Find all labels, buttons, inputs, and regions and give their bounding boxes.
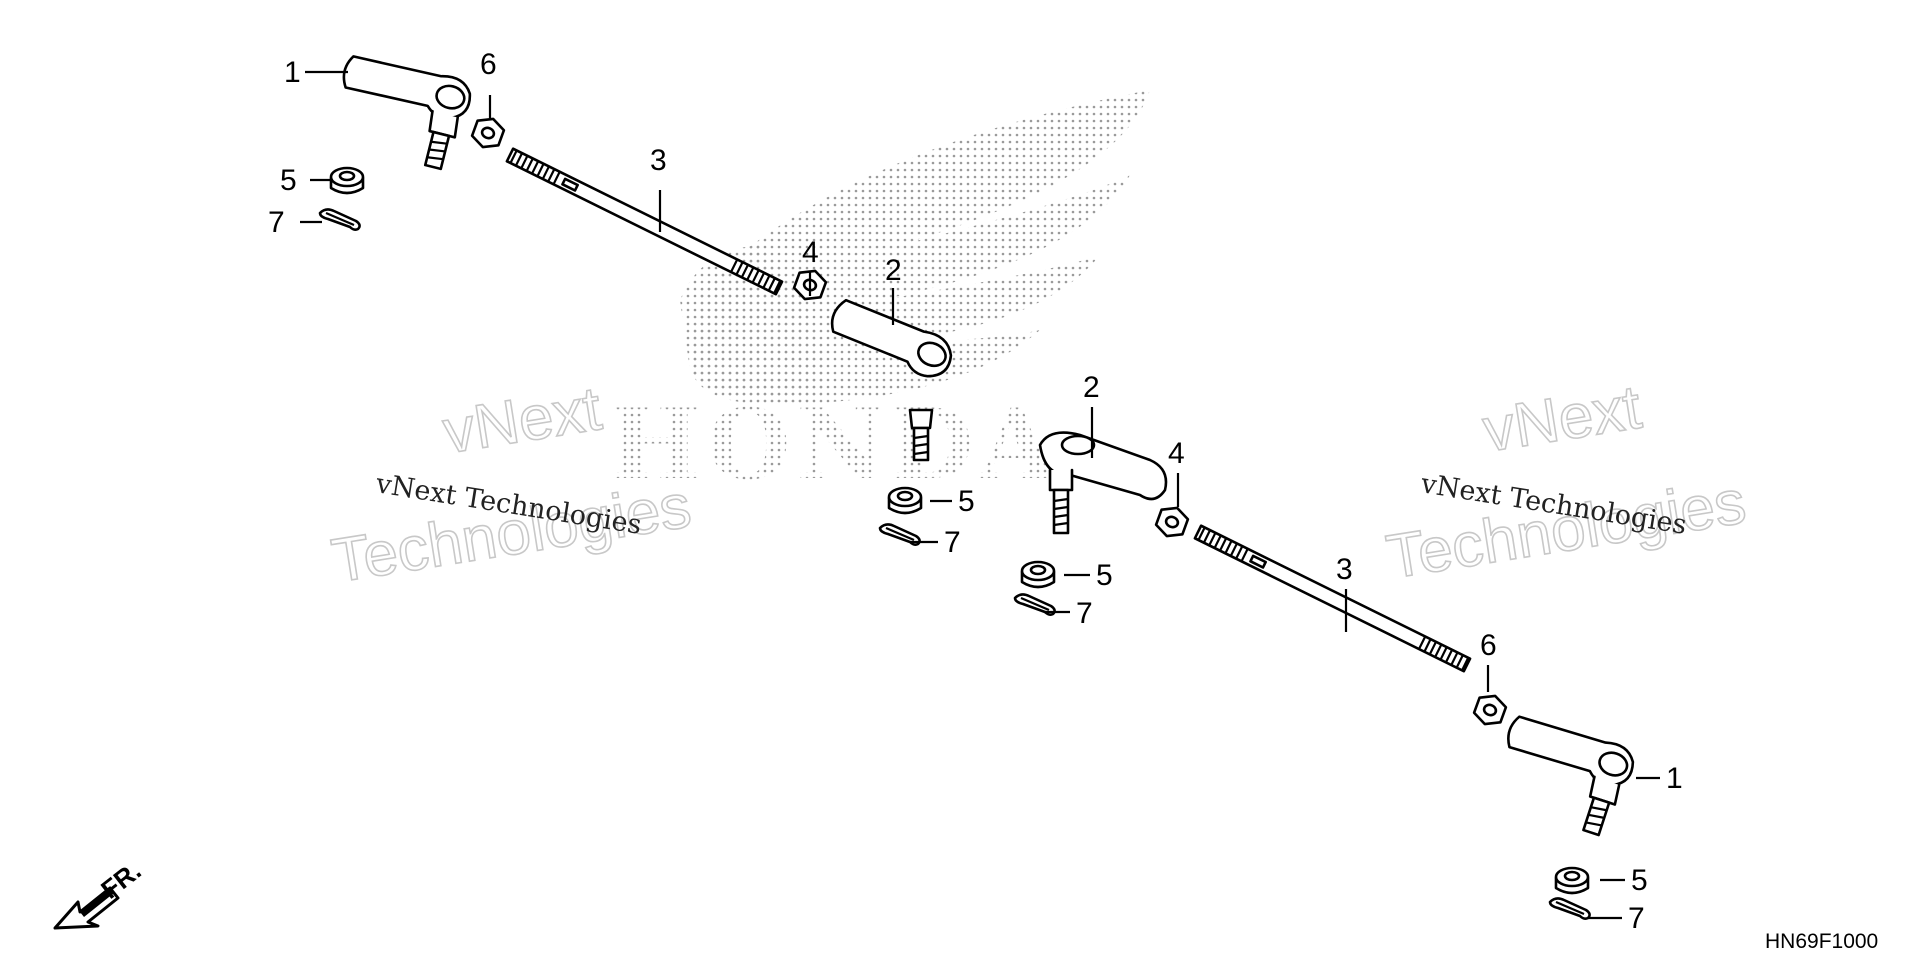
tie-rod-end-upper-left [325,50,476,173]
stud-center-left [908,408,934,462]
leader-lines [300,70,1660,920]
callout-7-center-left: 7 [944,526,961,559]
cotter-pin-upper-left [318,208,361,231]
callout-5-lower-right: 5 [1631,864,1648,897]
brand-watermark-text: HONDA [610,388,1060,501]
callout-4-right: 4 [1168,437,1185,470]
callout-2-right: 2 [1083,371,1100,404]
callout-7-lower-right: 7 [1628,902,1645,935]
front-direction-arrow [53,886,120,930]
callout-7-center-right: 7 [1076,597,1093,630]
callout-3-lower: 3 [1336,553,1353,586]
castle-nut-upper-left [329,166,365,195]
callout-5-upper-left: 5 [280,164,297,197]
watermark-big-line1: vNext [439,374,606,467]
tie-rod-end-center-right [1038,431,1168,535]
callout-4-left: 4 [802,236,819,269]
callout-1-upper: 1 [284,56,301,89]
callout-6-lower: 6 [1480,629,1497,662]
drawing-code: HN69F1000 [1765,930,1878,953]
tie-rod-end-center-left [830,298,953,378]
lock-nut-upper-left [468,112,508,154]
castle-nut-center-left [887,486,923,515]
brand-wing-watermark [680,90,1150,405]
cotter-pin-lower-right [1548,897,1591,920]
tie-rod-end-lower-right [1486,710,1640,840]
callout-1-lower: 1 [1666,762,1683,795]
callout-5-center-left: 5 [958,485,975,518]
lock-nut-center-right [1152,501,1192,543]
callout-6-upper: 6 [480,48,497,81]
callout-2-left: 2 [885,254,902,287]
tie-rod-upper [505,147,784,296]
callout-labels: 1 6 3 5 7 4 2 5 7 2 4 5 7 3 6 1 5 7 [268,48,1683,935]
castle-nut-lower-right [1554,866,1590,895]
castle-nut-center-right [1020,560,1056,589]
callout-5-center-right: 5 [1096,559,1113,592]
watermark-big-line1: vNext [1478,373,1645,466]
callout-7-upper-left: 7 [268,206,285,239]
lock-nut-lower-right [1470,689,1510,731]
callout-3-upper: 3 [650,144,667,177]
